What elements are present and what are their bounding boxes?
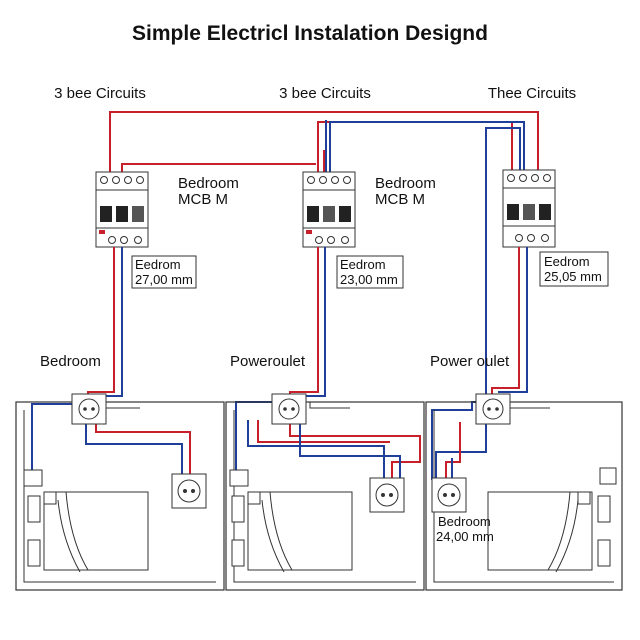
outlet-2 <box>369 477 405 513</box>
room-label-2: Poweroulet <box>230 353 306 370</box>
outlet-3 <box>431 477 467 513</box>
mcb-label-1b: MCB M <box>178 191 228 208</box>
rating-1-value: 27,00 mm <box>135 272 193 287</box>
mcb-breaker-1 <box>95 171 149 248</box>
socket-2 <box>271 393 307 425</box>
outlet-1 <box>171 473 207 509</box>
mcb-label-2a: Bedroom <box>375 175 436 192</box>
rating-box-1: Eedrom 27,00 mm <box>131 255 197 289</box>
room-label-3: Power oulet <box>430 353 510 370</box>
mcb-breaker-3 <box>502 169 556 248</box>
rating-box-2: Eedrom 23,00 mm <box>336 255 404 289</box>
rating-box-3: Eedrom 25,05 mm <box>539 251 609 287</box>
socket-3 <box>475 393 511 425</box>
room-note-value: 24,00 mm <box>436 529 494 544</box>
rating-3-title: Eedrom <box>544 254 590 269</box>
rating-2-value: 23,00 mm <box>340 272 398 287</box>
room-label-1: Bedroom <box>40 353 101 370</box>
supply-wiring <box>109 111 539 478</box>
rating-2-title: Eedrom <box>340 257 386 272</box>
rating-1-title: Eedrom <box>135 257 181 272</box>
bed-2 <box>231 491 353 573</box>
bed-3 <box>487 491 611 573</box>
rating-3-value: 25,05 mm <box>544 269 602 284</box>
room-note-title: Bedroom <box>438 514 491 529</box>
socket-1 <box>71 393 107 425</box>
mcb-label-1a: Bedroom <box>178 175 239 192</box>
feeder-wiring <box>31 247 528 480</box>
circuit-header-2: 3 bee Circuits <box>279 85 371 102</box>
circuit-header-3: Thee Circuits <box>488 85 576 102</box>
bed-1 <box>27 491 149 573</box>
mcb-label-2b: MCB M <box>375 191 425 208</box>
page-title: Simple Electricl Instalation Designd <box>132 22 488 45</box>
floor-plan <box>15 393 623 591</box>
mcb-breaker-2 <box>302 171 356 248</box>
circuit-header-1: 3 bee Circuits <box>54 85 146 102</box>
